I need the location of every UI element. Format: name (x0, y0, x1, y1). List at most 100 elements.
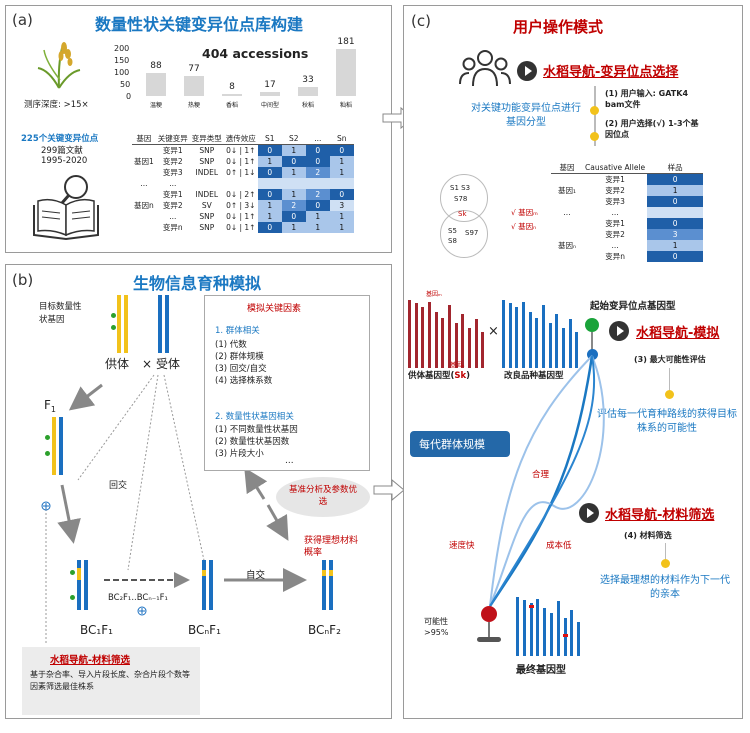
bar-value-label: 181 (337, 36, 355, 47)
chromosome-bar (515, 306, 519, 368)
table-cell: 变异1 (605, 219, 625, 228)
chromosome-bar (577, 621, 581, 656)
table-cell: ... (169, 212, 177, 221)
flow-line (669, 368, 670, 392)
genotype-cell: 1 (281, 189, 306, 200)
allele-marker (562, 634, 568, 638)
panel-a-title: 数量性状关键变异位点库构建 (95, 15, 304, 34)
table-header: 样品 (647, 162, 704, 174)
chromosome-bar (502, 299, 505, 368)
nav-site-selection[interactable]: 水稻导航-变异位点选择 (543, 65, 679, 80)
chromosome-bar (474, 319, 478, 368)
simulation-factors-box: 模拟关键因素 1. 群体相关 (1) 代数 (2) 群体规模 (3) 回交/自交… (204, 295, 370, 471)
chromosome-bar (481, 332, 485, 368)
accession-bar (298, 87, 318, 96)
genotype-cell: 2 (305, 167, 330, 178)
genotype-cell: 0 (647, 218, 704, 229)
group1-item: (1) 代数 (215, 340, 247, 350)
genotype-cell: 2 (281, 200, 306, 211)
genotype-cell: 0 (647, 173, 704, 185)
genotype-cell: 1 (281, 222, 306, 233)
final-genotype-bars (516, 594, 584, 656)
bar-category-label: 香稻 (225, 102, 238, 109)
panel-a-label: (a) (12, 11, 33, 29)
bar-category-label: 热粳 (187, 102, 200, 109)
step3-label: (3) 最大可能性评估 (634, 355, 706, 364)
chromosome-bar (568, 319, 572, 368)
donor-geno-sk: Sk (454, 371, 467, 381)
papers-count: 299篇文献 (41, 146, 83, 156)
genotype-cell (257, 178, 282, 189)
genotype-cell: 0 (257, 222, 282, 233)
flow-line (665, 543, 666, 561)
f1-label: F1 (44, 398, 56, 414)
table-cell (132, 211, 156, 222)
flow-node (590, 106, 599, 115)
chromosome-bar (542, 304, 545, 368)
chromosome-bar (522, 600, 526, 656)
gene-marker (70, 570, 75, 575)
table-cell: 0↓ | 1↑ (226, 146, 256, 155)
table-cell: SV (201, 201, 212, 210)
fast-label: 速度快 (449, 541, 475, 551)
rice-plant-icon (37, 42, 81, 89)
flow-line (594, 86, 596, 146)
table-cell: 变异1 (162, 146, 183, 155)
table-header: S1 (257, 133, 282, 145)
f1-sub: 1 (50, 405, 56, 415)
table-cell: 0↑ | 1↓ (226, 168, 256, 177)
bc1f1-chromosome-b (84, 560, 88, 610)
genotype-cell: 1 (281, 144, 306, 156)
table-cell: 变异2 (162, 157, 183, 166)
probability-label: 可能性 >95% (424, 617, 449, 637)
table-header: 变异类型 (189, 133, 224, 145)
table-cell: 0↓ | 1↑ (226, 157, 256, 166)
accession-bar (184, 75, 204, 96)
choose-label: 选择最理想的材料作为下一代的亲本 (600, 575, 730, 600)
final-genotype-label: 最终基因型 (516, 665, 566, 676)
table-header: 关键变异 (155, 133, 190, 145)
venn-sample-sk: Sk (458, 210, 467, 218)
nav-material-screening[interactable]: 水稻导航-材料筛选 (605, 508, 715, 523)
chromosome-bar (575, 332, 579, 368)
flow-node (661, 559, 670, 568)
venn-sample: S1 S3 (450, 184, 471, 192)
table-header: S2 (281, 133, 306, 145)
flow-node (590, 132, 599, 141)
users-icon (459, 50, 511, 87)
genotype-cell: 1 (257, 211, 282, 222)
table-cell (132, 167, 156, 178)
arrow-b-to-c (373, 478, 405, 502)
bc-series-label: BC₂F₁..BCₙ₋₁F₁ (108, 593, 168, 603)
table-cell: 变异3 (605, 197, 625, 206)
genotype-cell: 0 (647, 251, 704, 262)
f1-text: F (44, 398, 51, 412)
chromosome-bar (562, 328, 565, 368)
table-cell (190, 178, 224, 189)
start-node-blue (587, 349, 598, 360)
play-icon[interactable] (517, 61, 537, 81)
nav-simulation[interactable]: 水稻导航-模拟 (636, 326, 720, 341)
chromosome-bar (543, 607, 547, 656)
bar-value-label: 17 (264, 79, 276, 90)
play-icon[interactable] (579, 503, 599, 523)
table-cell: 0↓ | 2↑ (226, 190, 256, 199)
group1-item: (3) 回交/自交 (215, 364, 267, 374)
donor-geno-suffix: ) (466, 371, 471, 381)
panel-c-title: 用户操作模式 (513, 18, 604, 36)
table-row: 变异1 0 (551, 218, 704, 229)
play-icon[interactable] (609, 321, 629, 341)
table-row: 基因ₙ...1 (551, 240, 704, 251)
improved-genotype-bars (502, 296, 582, 368)
year-range: 1995-2020 (41, 156, 88, 166)
selfing-label: 自交 (246, 570, 266, 581)
genotype-cell: 0 (305, 200, 330, 211)
chromosome-bar (508, 303, 512, 368)
ideal-probability-label: 获得理想材料概率 (304, 536, 359, 558)
